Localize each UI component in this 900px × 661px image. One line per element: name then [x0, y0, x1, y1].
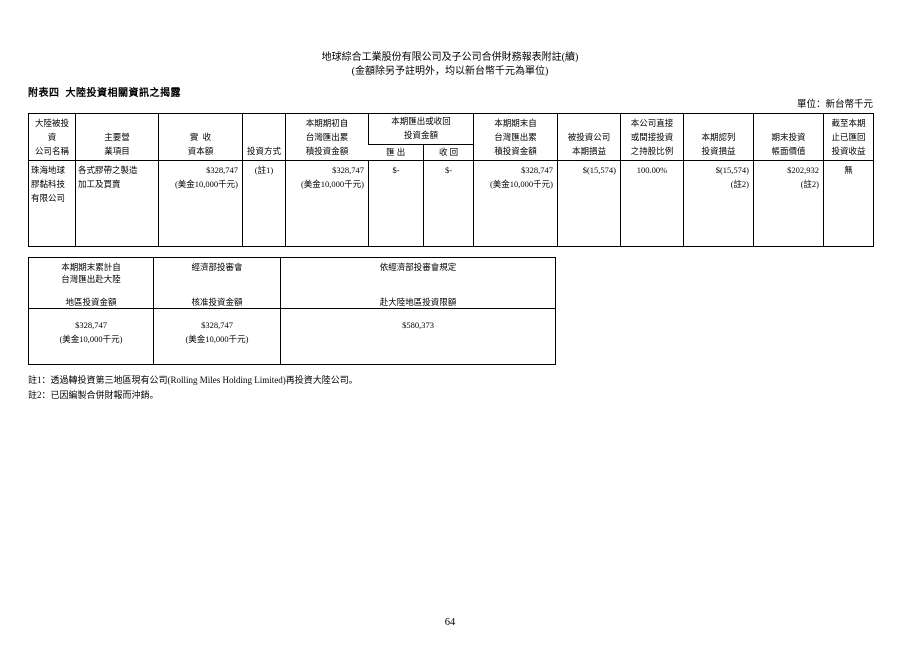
document-title: 地球綜合工業股份有限公司及子公司合併財務報表附註(續) — [321, 52, 579, 63]
main-table-header-row: 大陸被投資 公司名稱 主要營 業項目 實 收 資本額 投資方式 本期期初自 台灣… — [29, 113, 874, 161]
unit-note: 單位：新台幣千元 — [796, 100, 873, 110]
header-recognized-gain: 本期認列 投資損益 — [683, 113, 754, 161]
cell-ending-accumulated: $328,747 (美金10,000千元) — [473, 160, 558, 247]
header-ending-accumulated: 本期期末自 台灣匯出累 積投資金額 — [473, 113, 558, 161]
cell-remitted-income: 無 — [823, 160, 874, 247]
header-remitted-income: 截至本期 止已匯回 投資收益 — [823, 113, 874, 161]
footnote-2: 註2：已因編製合併財報而沖銷。 — [28, 390, 159, 400]
header-ending-book-value: 期末投資 帳面價值 — [753, 113, 824, 161]
header-paid-in-capital: 實 收 資本額 — [158, 113, 243, 161]
header-investment-limit: 依經濟部投審會規定 赴大陸地區投資限額 — [280, 257, 556, 309]
cell-beginning-accumulated: $328,747 (美金10,000千元) — [285, 160, 369, 247]
cell-company-name: 珠海地球 膠黏科技 有限公司 — [28, 160, 76, 247]
section-title: 附表四 大陸投資相關資訊之揭露 — [28, 88, 181, 99]
cell-remit-out: $- — [368, 160, 424, 247]
cell-paid-in-capital: $328,747 (美金10,000千元) — [158, 160, 243, 247]
header-accumulated-remitted: 本期期末累計自 台灣匯出赴大陸 地區投資金額 — [28, 257, 154, 309]
cell-approved-amount: $328,747 (美金10,000千元) — [153, 308, 281, 365]
header-company-name: 大陸被投資 公司名稱 — [34, 118, 69, 156]
cell-recognized-gain: $(15,574) (註2) — [683, 160, 754, 247]
cell-ending-book-value: $202,932 (註2) — [753, 160, 824, 247]
page-number: 64 — [444, 617, 456, 628]
cell-ownership-ratio: 100.00% — [620, 160, 684, 247]
limit-table-data-row: $328,747 (美金10,000千元) $328,747 (美金10,000… — [29, 308, 556, 365]
header-beginning-accumulated: 本期期初自 台灣匯出累 積投資金額 — [285, 113, 369, 161]
header-investee-profit: 被投資公司 本期損益 — [557, 113, 621, 161]
cell-investment-method: (註1) — [242, 160, 286, 247]
header-remit-back: 收 回 — [422, 144, 474, 161]
footnotes: 註1：透過轉投資第三地區現有公司(Rolling Miles Holding L… — [28, 373, 358, 403]
cell-investment-limit: $580,373 — [280, 308, 556, 365]
document-subtitle: (金額除另予註明外，均以新台幣千元為單位) — [351, 66, 549, 77]
cell-remit-back: $- — [422, 160, 474, 247]
mainland-investment-table: 大陸被投資 公司名稱 主要營 業項目 實 收 資本額 投資方式 本期期初自 台灣… — [28, 113, 875, 247]
limit-table-header-row: 本期期末累計自 台灣匯出赴大陸 地區投資金額 經濟部投審會 核准投資金額 依經濟… — [28, 257, 556, 309]
investment-limit-table: 本期期末累計自 台灣匯出赴大陸 地區投資金額 經濟部投審會 核准投資金額 依經濟… — [28, 257, 556, 365]
main-table-subheader-row: 匯 出 收 回 — [29, 144, 874, 161]
header-approved-amount: 經濟部投審會 核准投資金額 — [153, 257, 281, 309]
footnote-1: 註1：透過轉投資第三地區現有公司(Rolling Miles Holding L… — [28, 375, 358, 385]
header-remit-out: 匯 出 — [386, 147, 406, 157]
cell-accumulated-remitted: $328,747 (美金10,000千元) — [59, 320, 123, 344]
cell-investee-profit: $(15,574) — [557, 160, 621, 247]
cell-main-business: 各式膠帶之製造 加工及買賣 — [75, 160, 159, 247]
main-table-data-row: 珠海地球 膠黏科技 有限公司 各式膠帶之製造 加工及買賣 $328,747 (美… — [28, 160, 874, 247]
header-main-business: 主要營 業項目 — [75, 113, 159, 161]
header-ownership-ratio: 本公司直接 或間接投資 之持股比例 — [620, 113, 684, 161]
header-remit-group: 本期匯出或收回 投資金額 — [367, 113, 474, 145]
header-investment-method: 投資方式 — [242, 113, 286, 161]
